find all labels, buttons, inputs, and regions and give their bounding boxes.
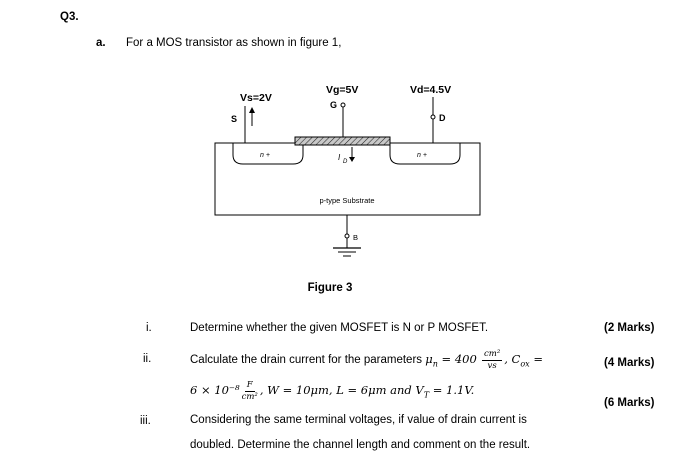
- coefficient: 6 × 10⁻⁸: [190, 383, 240, 397]
- mu-symbol: μ: [425, 352, 433, 367]
- substrate-body: [214, 142, 481, 216]
- drain-node-icon: [430, 114, 436, 120]
- figure-caption: Figure 3: [307, 282, 353, 294]
- mosfet-diagram: Vs=2V Vg=5V Vd=4.5V S G D n + n + I D p-…: [214, 84, 481, 257]
- vt-value: = 1.1V.: [432, 383, 475, 397]
- item-i-text: Determine whether the given MOSFET is N …: [190, 322, 489, 334]
- item-ii-number: ii.: [143, 353, 152, 365]
- item-i-number: i.: [146, 322, 152, 334]
- item-iii-number: iii.: [140, 415, 151, 427]
- n-well-left: [232, 143, 304, 165]
- item-ii-text-line1: Calculate the drain current for the para…: [190, 350, 543, 370]
- drain-current-arrow: I D: [338, 147, 355, 165]
- mu-subscript: n: [432, 359, 438, 369]
- item-ii-lead: Calculate the drain current for the para…: [190, 354, 423, 367]
- drain-current-arrowhead-icon: [349, 157, 355, 162]
- drain-terminal-label: D: [439, 113, 446, 123]
- frac2-denominator: cm²: [241, 391, 258, 402]
- question-number: Q3.: [60, 11, 79, 23]
- gate-node-icon: [340, 102, 346, 108]
- item-ii-marks-line1: (4 Marks): [604, 357, 655, 369]
- ground-icon: [333, 247, 361, 257]
- item-iii-text-line2: doubled. Determine the channel length an…: [190, 439, 531, 451]
- n-well-right: [389, 143, 461, 165]
- source-terminal-label: S: [231, 114, 237, 124]
- n-plus-left-label: n +: [260, 152, 270, 159]
- parameters-rest: , W = 10μm, L = 6μm and V: [259, 383, 424, 397]
- cox-equals: =: [533, 352, 543, 367]
- vt-subscript: T: [423, 390, 430, 400]
- substrate-label: p-type Substrate: [319, 196, 374, 205]
- body-terminal: B: [333, 215, 361, 257]
- source-terminal: S: [231, 106, 255, 143]
- drain-current-subscript: D: [343, 159, 348, 165]
- body-terminal-label: B: [353, 233, 358, 242]
- frac1-denominator: vs: [487, 360, 497, 371]
- gate-terminal-label: G: [330, 100, 337, 110]
- source-arrowhead-icon: [249, 107, 255, 113]
- drain-voltage-label: Vd=4.5V: [410, 84, 451, 96]
- frac2-numerator: F: [244, 380, 255, 392]
- part-text: For a MOS transistor as shown in figure …: [126, 37, 342, 49]
- item-ii-marks-line2: (6 Marks): [604, 397, 655, 409]
- cox-term: , Cox =: [504, 352, 543, 369]
- n-plus-right-label: n +: [417, 152, 427, 159]
- gate-electrode-hatch: [294, 136, 391, 146]
- body-node-icon: [344, 233, 350, 239]
- drain-terminal: D: [430, 97, 446, 143]
- part-label: a.: [96, 37, 106, 49]
- gate-voltage-label: Vg=5V: [326, 84, 358, 96]
- gate-terminal: G: [330, 100, 346, 138]
- item-i-marks: (2 Marks): [604, 322, 655, 334]
- frac1-numerator: cm²: [482, 349, 503, 361]
- item-iii-text-line1: Considering the same terminal voltages, …: [190, 414, 527, 426]
- cox-subscript: ox: [520, 359, 530, 369]
- source-voltage-label: Vs=2V: [240, 92, 272, 104]
- mu-value: = 400: [441, 352, 477, 367]
- drain-current-label: I: [338, 153, 341, 162]
- mu-term: μn = 400: [425, 352, 477, 369]
- cox-symbol: , C: [504, 352, 521, 367]
